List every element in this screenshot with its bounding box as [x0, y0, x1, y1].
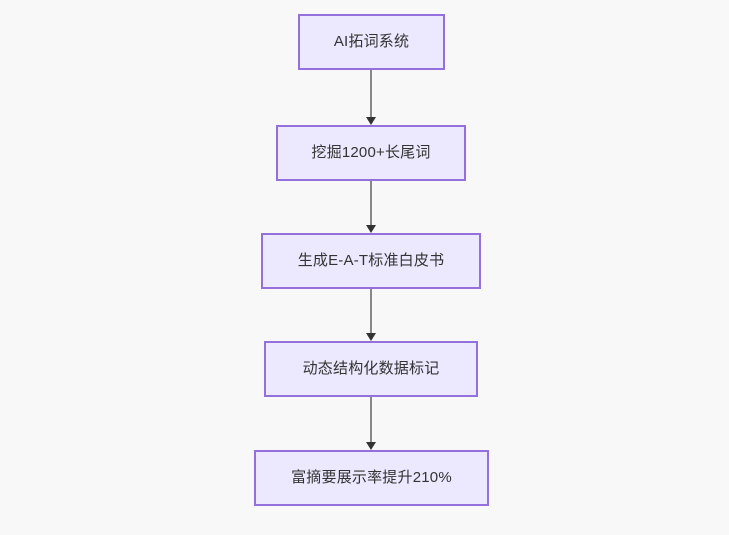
flow-arrowhead-3-4	[366, 333, 376, 341]
flow-node-4-label: 动态结构化数据标记	[302, 360, 440, 377]
flow-edge-3-4	[370, 289, 372, 333]
flow-node-2[interactable]: 挖掘1200+长尾词	[276, 125, 466, 181]
flow-node-5-label: 富摘要展示率提升210%	[291, 469, 452, 486]
flow-edge-4-5	[370, 397, 372, 442]
flow-node-3[interactable]: 生成E-A-T标准白皮书	[261, 233, 481, 289]
flow-node-2-label: 挖掘1200+长尾词	[311, 144, 431, 161]
flow-edge-2-3	[370, 181, 372, 225]
flow-node-3-label: 生成E-A-T标准白皮书	[297, 252, 445, 269]
flow-node-4[interactable]: 动态结构化数据标记	[264, 341, 478, 397]
flow-arrowhead-2-3	[366, 225, 376, 233]
flow-node-1[interactable]: AI拓词系统	[298, 14, 445, 70]
flow-edge-1-2	[370, 70, 372, 117]
flow-node-5[interactable]: 富摘要展示率提升210%	[254, 450, 489, 506]
flow-arrowhead-4-5	[366, 442, 376, 450]
flow-node-1-label: AI拓词系统	[333, 33, 410, 50]
flow-arrowhead-1-2	[366, 117, 376, 125]
